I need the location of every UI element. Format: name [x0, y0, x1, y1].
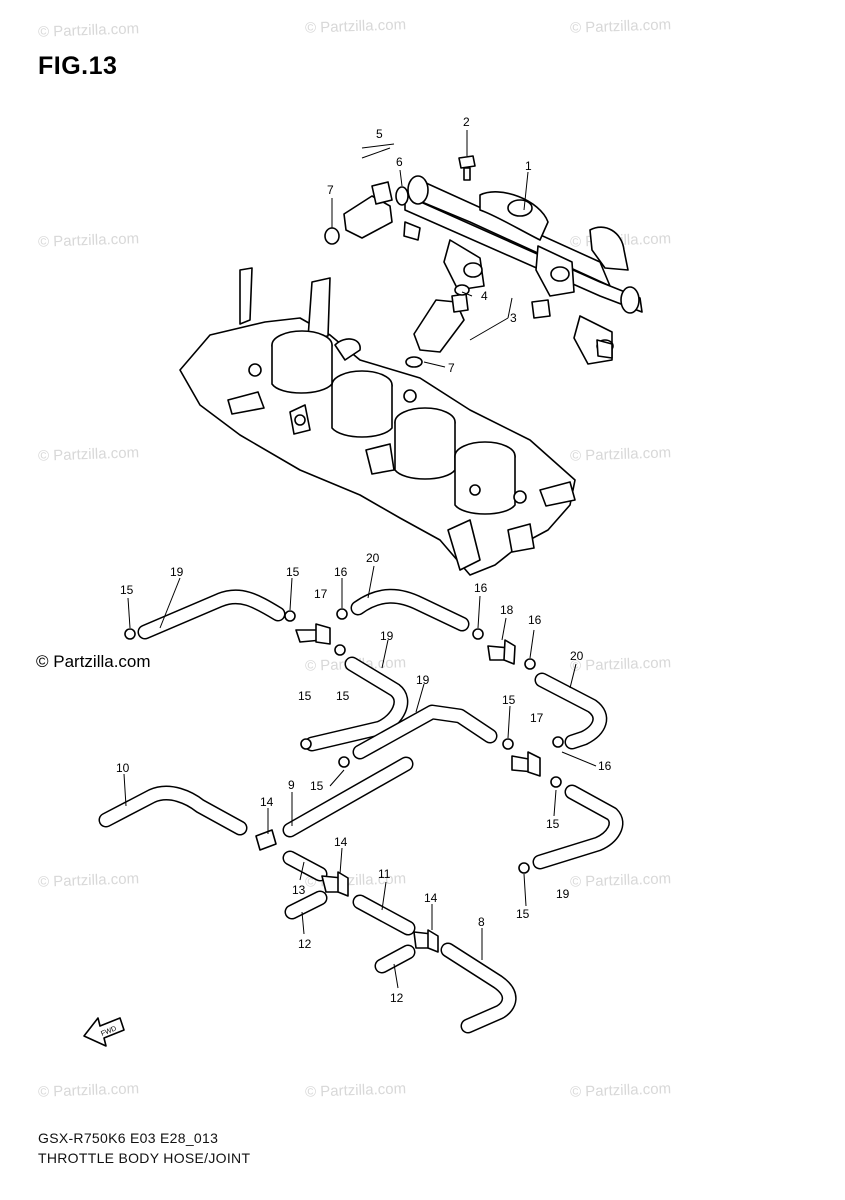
callout-16: 16	[334, 565, 348, 579]
throttle-body-assembly	[179, 267, 576, 576]
callout-15: 15	[286, 565, 300, 579]
callout-5: 5	[376, 127, 383, 141]
callout-3: 3	[510, 311, 517, 325]
callout-7: 7	[448, 361, 455, 375]
watermark-strong: © Partzilla.com	[36, 652, 151, 671]
injector-upper	[324, 181, 409, 245]
callout-numbers: 1 2 3 4 5 6 7 7 8 9 10 11 12 12 13 14 14…	[116, 115, 612, 1005]
callout-14: 14	[334, 835, 348, 849]
injector-lower	[405, 284, 470, 368]
callout-19: 19	[416, 673, 430, 687]
callout-15: 15	[502, 693, 516, 707]
fig-title: FIG.13	[38, 52, 118, 80]
callout-20: 20	[366, 551, 380, 565]
bracket-line	[361, 143, 395, 149]
callout-7: 7	[327, 183, 334, 197]
callout-12: 12	[390, 991, 404, 1005]
callout-15: 15	[120, 583, 134, 597]
leader-lines	[123, 130, 597, 989]
callout-14: 14	[424, 891, 438, 905]
callout-2: 2	[463, 115, 470, 129]
callout-15: 15	[310, 779, 324, 793]
callout-15: 15	[546, 817, 560, 831]
callout-14: 14	[260, 795, 274, 809]
callout-4: 4	[481, 289, 488, 303]
figure-caption: THROTTLE BODY HOSE/JOINT	[38, 1150, 251, 1166]
callout-12: 12	[298, 937, 312, 951]
callout-8: 8	[478, 915, 485, 929]
callout-13: 13	[292, 883, 306, 897]
callout-10: 10	[116, 761, 130, 775]
callout-19: 19	[170, 565, 184, 579]
fuel-rail	[403, 175, 643, 365]
callout-16: 16	[598, 759, 612, 773]
fwd-arrow: FWD	[83, 1017, 125, 1047]
callout-15: 15	[298, 689, 312, 703]
callout-17: 17	[530, 711, 544, 725]
callout-6: 6	[396, 155, 403, 169]
callout-15: 15	[516, 907, 530, 921]
callout-17: 17	[314, 587, 328, 601]
callout-11: 11	[378, 867, 391, 881]
model-code: GSX-R750K6 E03 E28_013	[38, 1130, 219, 1146]
callout-16: 16	[474, 581, 488, 595]
callout-15: 15	[336, 689, 350, 703]
joints-and-clamps	[124, 608, 564, 953]
callout-19: 19	[556, 887, 570, 901]
callout-20: 20	[570, 649, 584, 663]
callout-19: 19	[380, 629, 394, 643]
callout-9: 9	[288, 778, 295, 792]
callout-1: 1	[525, 159, 532, 173]
hoses	[98, 588, 624, 1034]
callout-16: 16	[528, 613, 542, 627]
callout-18: 18	[500, 603, 514, 617]
bolt	[458, 155, 476, 181]
